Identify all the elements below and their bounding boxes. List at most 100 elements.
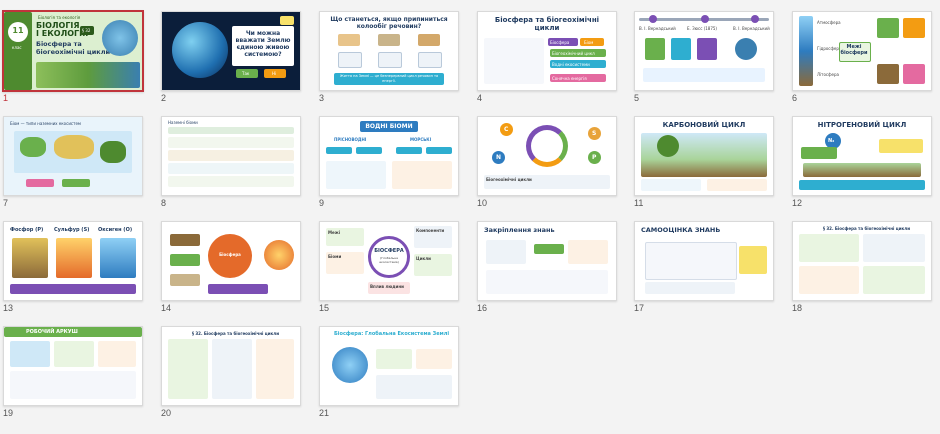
element-label: Фосфор (P)	[10, 227, 44, 233]
slide-thumb-18[interactable]: § 32. Біосфера та біогеохімічні цикли 18	[792, 221, 940, 329]
slide-number: 8	[161, 198, 167, 208]
slide-number: 16	[477, 303, 488, 313]
slide-thumb-15[interactable]: БІОСФЕРА (Глобальна екосистема) Межі Ком…	[319, 221, 477, 329]
slide-title: § 32. Біосфера та біогеохімічні цикли	[823, 226, 910, 231]
title-line-2: І ЕКОЛОГІЯ	[36, 29, 89, 38]
slide-footer: Життя на Землі — це безперервний цикл ре…	[339, 74, 439, 83]
slide-preview[interactable]: Атмосфера Гідросфера Літосфера Межі біос…	[792, 11, 932, 91]
center-label: Біосфера	[219, 252, 241, 257]
answer-yes: Так	[242, 71, 250, 76]
slide-preview[interactable]: Біосфера та біогеохімічні цикли Біосфера…	[477, 11, 617, 91]
slide-title: Біосфера: Глобальна Екосистема Землі	[334, 331, 450, 337]
node-label: Межі	[328, 230, 341, 235]
slide-thumb-2[interactable]: Чи можна вважати Землю єдиною живою сист…	[161, 11, 319, 119]
slide-thumb-6[interactable]: Атмосфера Гідросфера Літосфера Межі біос…	[792, 11, 940, 119]
slide-thumb-20[interactable]: § 32. Біосфера та біогеохімічні цикли 20	[161, 326, 319, 434]
slide-number: 20	[161, 408, 172, 418]
slide-title: НІТРОГЕНОВИЙ ЦИКЛ	[817, 121, 907, 129]
slide-preview[interactable]: § 32. Біосфера та біогеохімічні цикли	[792, 221, 932, 301]
tag: Водні екосистеми	[552, 62, 590, 67]
slide-title: Біосфера та біогеохімічні цикли	[494, 16, 600, 32]
slide-thumb-12[interactable]: НІТРОГЕНОВИЙ ЦИКЛ N₂ 12	[792, 116, 940, 224]
question-text: Чи можна вважати Землю єдиною живою сист…	[235, 30, 291, 58]
element-letter: P	[592, 154, 597, 161]
slide-number: 19	[3, 408, 14, 418]
branch-label: МОРСЬКІ	[410, 137, 432, 142]
node-label: Біоми	[328, 254, 342, 259]
slide-thumb-21[interactable]: Біосфера: Глобальна Екосистема Землі 21	[319, 326, 477, 434]
slide-preview[interactable]: КАРБОНОВИЙ ЦИКЛ	[634, 116, 774, 196]
slide-preview[interactable]: Закріплення знань	[477, 221, 617, 301]
slide-title: § 32. Біосфера та біогеохімічні цикли	[192, 331, 279, 336]
slide-thumb-5[interactable]: В. І. Вернадський Е. Зюсс (1875) В. І. В…	[634, 11, 792, 119]
slide-thumb-10[interactable]: C S N P Біогеохімічні цикли 10	[477, 116, 635, 224]
slide-thumb-16[interactable]: Закріплення знань 16	[477, 221, 635, 329]
slide-number: 21	[319, 408, 330, 418]
slide-preview[interactable]: Біосфера: Глобальна Екосистема Землі	[319, 326, 459, 406]
slide-thumb-7[interactable]: Біом — типи наземних екосистем 7	[3, 116, 161, 224]
slide-title: Наземні біоми	[168, 120, 198, 125]
label: Е. Зюсс (1875)	[687, 26, 717, 31]
slide-thumb-11[interactable]: КАРБОНОВИЙ ЦИКЛ 11	[634, 116, 792, 224]
slide-title: Закріплення знань	[484, 226, 555, 234]
element-letter: C	[504, 126, 509, 133]
center-label: Межі біосфери	[840, 44, 868, 56]
slide-preview[interactable]: ВОДНІ БІОМИ ПРІСНОВОДНІ МОРСЬКІ	[319, 116, 459, 196]
slide-preview[interactable]: Біосфера	[161, 221, 301, 301]
tag: Біом	[584, 40, 594, 45]
layer-label: Літосфера	[817, 72, 839, 77]
slide-thumb-9[interactable]: ВОДНІ БІОМИ ПРІСНОВОДНІ МОРСЬКІ 9	[319, 116, 477, 224]
slide-preview[interactable]: 11 клас Біологія та екологія БІОЛОГІЯ І …	[2, 10, 144, 92]
slide-number: 14	[161, 303, 172, 313]
slide-number: 4	[477, 93, 483, 103]
title-line-4: біогеохімічні цикли	[36, 48, 111, 56]
label: В. І. Вернадський	[639, 26, 676, 31]
slide-number: 6	[792, 93, 798, 103]
slide-thumb-17[interactable]: САМООЦІНКА ЗНАНЬ 17	[634, 221, 792, 329]
slide-thumb-8[interactable]: Наземні біоми 8	[161, 116, 319, 224]
slide-number: 11	[634, 198, 644, 208]
element-letter: N	[496, 154, 502, 161]
slide-title: ВОДНІ БІОМИ	[365, 123, 413, 130]
slide-thumb-13[interactable]: Фосфор (P) Сульфур (S) Оксиген (O) 13	[3, 221, 161, 329]
slide-number: 1	[3, 93, 9, 103]
slide-title: Що станеться, якщо припиниться колообіг …	[330, 16, 448, 30]
slide-preview[interactable]: Фосфор (P) Сульфур (S) Оксиген (O)	[3, 221, 143, 301]
slide-preview[interactable]: НІТРОГЕНОВИЙ ЦИКЛ N₂	[792, 116, 932, 196]
slide-preview[interactable]: Чи можна вважати Землю єдиною живою сист…	[161, 11, 301, 91]
slide-number: 13	[3, 303, 14, 313]
slide-thumb-14[interactable]: Біосфера 14	[161, 221, 319, 329]
slide-title: РОБОЧИЙ АРКУШ	[26, 329, 78, 335]
slide-preview[interactable]: C S N P Біогеохімічні цикли	[477, 116, 617, 196]
slide-thumb-3[interactable]: Що станеться, якщо припиниться колообіг …	[319, 11, 477, 119]
element-label: Оксиген (O)	[98, 227, 133, 233]
slide-preview[interactable]: САМООЦІНКА ЗНАНЬ	[634, 221, 774, 301]
grade-badge: 11	[12, 26, 24, 35]
slide-thumb-4[interactable]: Біосфера та біогеохімічні цикли Біосфера…	[477, 11, 635, 119]
answer-no: Ні	[272, 71, 277, 76]
slide-number: 12	[792, 198, 803, 208]
slide-thumb-1[interactable]: 11 клас Біологія та екологія БІОЛОГІЯ І …	[2, 10, 161, 119]
slide-preview[interactable]: БІОСФЕРА (Глобальна екосистема) Межі Ком…	[319, 221, 459, 301]
element-label: Сульфур (S)	[54, 227, 90, 233]
label: В. І. Вернадський	[733, 26, 770, 31]
slide-preview[interactable]: Що станеться, якщо припиниться колообіг …	[319, 11, 459, 91]
title-line-1: БІОЛОГІЯ	[36, 21, 80, 30]
slide-thumb-19[interactable]: РОБОЧИЙ АРКУШ 19	[3, 326, 161, 434]
slide-title: САМООЦІНКА ЗНАНЬ	[641, 226, 721, 234]
slide-number: 17	[634, 303, 645, 313]
center-label: БІОСФЕРА	[374, 248, 404, 254]
slide-title: Біом — типи наземних екосистем	[10, 121, 81, 126]
branch-label: ПРІСНОВОДНІ	[334, 137, 367, 142]
node-label: Вплив людини	[370, 284, 404, 289]
slide-preview[interactable]: Наземні біоми	[161, 116, 301, 196]
element-letter: S	[592, 130, 597, 137]
slide-preview[interactable]: В. І. Вернадський Е. Зюсс (1875) В. І. В…	[634, 11, 774, 91]
course-subtitle: Біологія та екологія	[38, 15, 81, 20]
slide-preview[interactable]: § 32. Біосфера та біогеохімічні цикли	[161, 326, 301, 406]
slide-preview[interactable]: Біом — типи наземних екосистем	[3, 116, 143, 196]
layer-label: Атмосфера	[817, 20, 841, 25]
slide-number: 2	[161, 93, 167, 103]
slide-preview[interactable]: РОБОЧИЙ АРКУШ	[3, 326, 143, 406]
slide-caption: Біогеохімічні цикли	[486, 177, 532, 182]
